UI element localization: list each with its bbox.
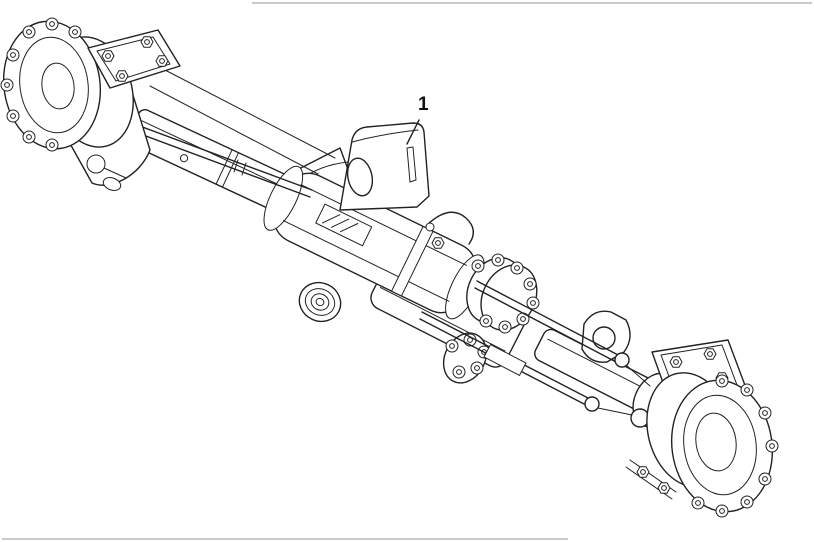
callout-leader-line — [406, 119, 420, 145]
hydraulic-hose — [427, 211, 474, 245]
right-wheel-hub — [646, 372, 779, 518]
breather-cap — [298, 281, 342, 323]
lifting-eye-bracket — [581, 310, 631, 363]
cylinder-rod — [474, 280, 651, 387]
callout-1-label: 1 — [418, 94, 429, 115]
lower-flange — [442, 332, 491, 384]
tie-rod — [419, 311, 671, 437]
left-wheel-hub — [0, 17, 134, 152]
left-mounting-plate — [87, 29, 181, 89]
mounting-bracket-part-1 — [339, 122, 430, 211]
right-lower-fittings — [625, 459, 677, 500]
cylinder-id-plate — [315, 203, 373, 247]
